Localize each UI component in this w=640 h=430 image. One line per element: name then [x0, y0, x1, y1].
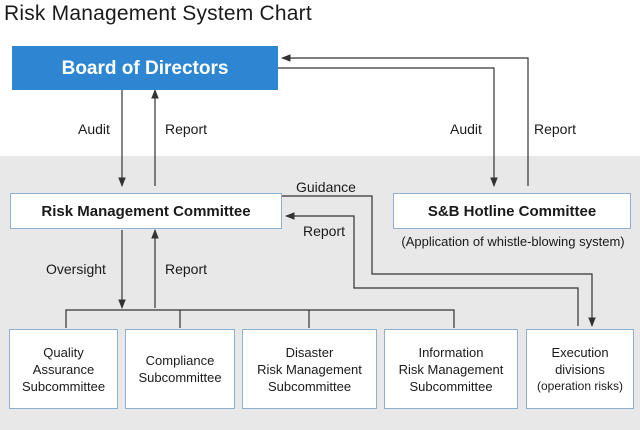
- execution-divisions-label: Execution divisions: [551, 344, 609, 377]
- hotline-committee-box: S&B Hotline Committee: [393, 193, 631, 229]
- information-risk-subcommittee-box: Information Risk Management Subcommittee: [384, 329, 518, 409]
- audit-label-right: Audit: [450, 121, 482, 137]
- report-label-left: Report: [165, 121, 208, 137]
- audit-arrow-right: [278, 67, 498, 187]
- report-arrow-right: [281, 54, 529, 186]
- guidance-arrow: [282, 195, 596, 327]
- report-label-mid: Report: [303, 223, 346, 239]
- execution-note: (operation risks): [536, 378, 624, 393]
- report-label-right: Report: [534, 121, 577, 137]
- report-label-lower: Report: [165, 261, 208, 277]
- compliance-subcommittee-box: Compliance Subcommittee: [125, 329, 235, 409]
- report-arrow-mid: [285, 212, 579, 326]
- oversight-label: Oversight: [46, 261, 106, 277]
- quality-assurance-subcommittee-box: Quality Assurance Subcommittee: [9, 329, 118, 409]
- guidance-label: Guidance: [296, 179, 356, 195]
- hotline-note: (Application of whistle-blowing system): [401, 234, 625, 249]
- disaster-risk-subcommittee-box: Disaster Risk Management Subcommittee: [242, 329, 377, 409]
- subcommittee-bracket: [65, 309, 455, 328]
- board-of-directors-box: Board of Directors: [12, 46, 278, 90]
- audit-label-left: Audit: [78, 121, 110, 137]
- execution-divisions-box: Execution divisions (operation risks): [526, 329, 634, 409]
- risk-management-committee-box: Risk Management Committee: [10, 193, 282, 229]
- page-title: Risk Management System Chart: [4, 2, 312, 25]
